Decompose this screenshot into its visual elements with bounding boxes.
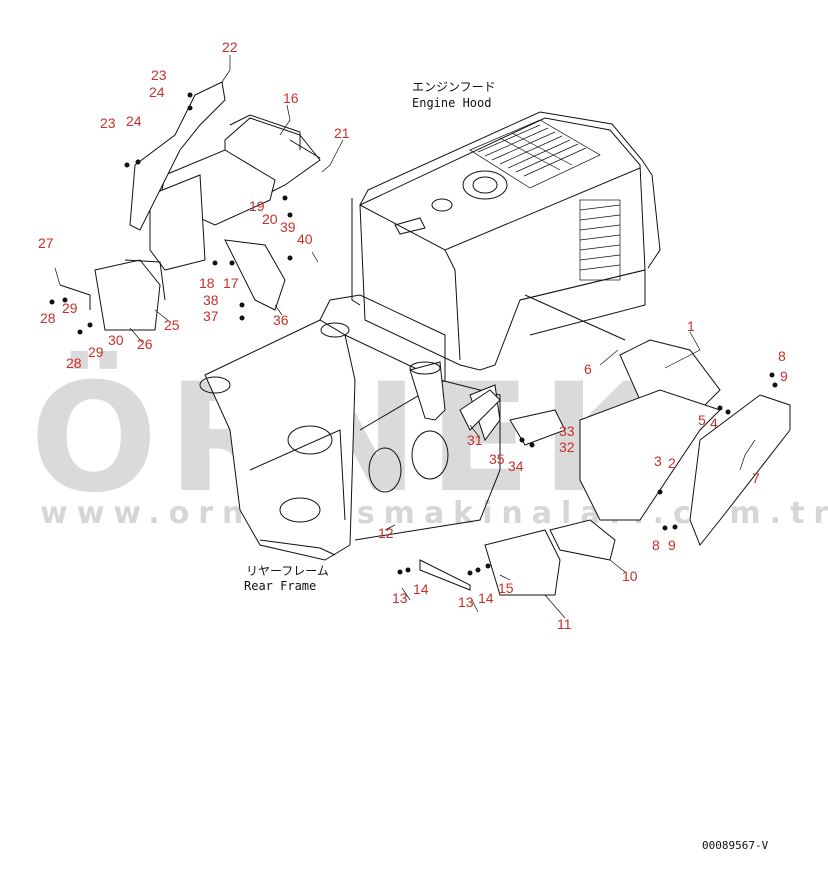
document-id: 00089567-V bbox=[702, 839, 769, 852]
part-number-label: 6 bbox=[584, 361, 592, 377]
part-number-label: 3 bbox=[654, 453, 662, 469]
rear-frame-caption-en: Rear Frame bbox=[244, 579, 316, 593]
part-number-label: 5 bbox=[698, 412, 706, 428]
part-number-label: 17 bbox=[223, 275, 239, 291]
part-number-label: 35 bbox=[489, 451, 505, 467]
part-number-label: 4 bbox=[710, 415, 718, 431]
part-number-label: 40 bbox=[297, 231, 313, 247]
part-number-label: 23 bbox=[100, 115, 116, 131]
part-number-label: 37 bbox=[203, 308, 219, 324]
part-number-label: 11 bbox=[557, 616, 572, 632]
part-number-label: 19 bbox=[249, 198, 265, 214]
part-number-label: 28 bbox=[40, 310, 56, 326]
leader-lines bbox=[54, 55, 756, 619]
part-number-label: 7 bbox=[752, 470, 760, 486]
part-number-label: 39 bbox=[280, 219, 296, 235]
part-number-label: 21 bbox=[334, 125, 350, 141]
part-number-label: 18 bbox=[199, 275, 215, 291]
part-number-label: 9 bbox=[780, 368, 788, 384]
part-number-label: 20 bbox=[262, 211, 278, 227]
part-number-label: 14 bbox=[478, 590, 494, 606]
part-number-label: 24 bbox=[149, 84, 165, 100]
part-number-label: 27 bbox=[38, 235, 54, 251]
part-number-label: 15 bbox=[498, 580, 514, 596]
part-number-label: 29 bbox=[62, 300, 78, 316]
part-number-label: 16 bbox=[283, 90, 299, 106]
part-number-label: 14 bbox=[413, 581, 429, 597]
engine-hood-caption-en: Engine Hood bbox=[412, 96, 491, 110]
part-number-label: 25 bbox=[164, 317, 180, 333]
part-number-label: 28 bbox=[66, 355, 82, 371]
rear-frame-caption-jp: リヤーフレーム bbox=[246, 564, 329, 578]
part-number-labels: 1 2 3 4 5 6 7 8 9 8 9 10 11 12 13 14 13 … bbox=[38, 39, 788, 632]
part-number-label: 22 bbox=[222, 39, 238, 55]
part-number-label: 10 bbox=[622, 568, 638, 584]
part-number-label: 8 bbox=[652, 537, 660, 553]
part-number-label: 13 bbox=[392, 590, 408, 606]
part-number-label: 1 bbox=[687, 318, 695, 334]
part-number-label: 13 bbox=[458, 594, 474, 610]
left-cover-parts bbox=[59, 81, 321, 331]
part-number-label: 24 bbox=[126, 113, 142, 129]
part-number-label: 29 bbox=[88, 344, 104, 360]
part-number-label: 33 bbox=[559, 423, 575, 439]
part-number-label: 23 bbox=[151, 67, 167, 83]
part-number-label: 30 bbox=[108, 332, 124, 348]
part-number-label: 8 bbox=[778, 348, 786, 364]
fasteners bbox=[49, 92, 778, 576]
part-number-label: 34 bbox=[508, 458, 524, 474]
part-number-label: 38 bbox=[203, 292, 219, 308]
part-number-label: 9 bbox=[668, 537, 676, 553]
part-number-label: 26 bbox=[137, 336, 153, 352]
part-number-label: 32 bbox=[559, 439, 575, 455]
engine-hood-drawing bbox=[351, 111, 661, 371]
part-number-label: 2 bbox=[668, 455, 676, 471]
part-number-label: 12 bbox=[378, 525, 394, 541]
part-number-label: 31 bbox=[467, 432, 483, 448]
engine-hood-caption-jp: エンジンフード bbox=[412, 80, 496, 94]
part-number-label: 36 bbox=[273, 312, 289, 328]
